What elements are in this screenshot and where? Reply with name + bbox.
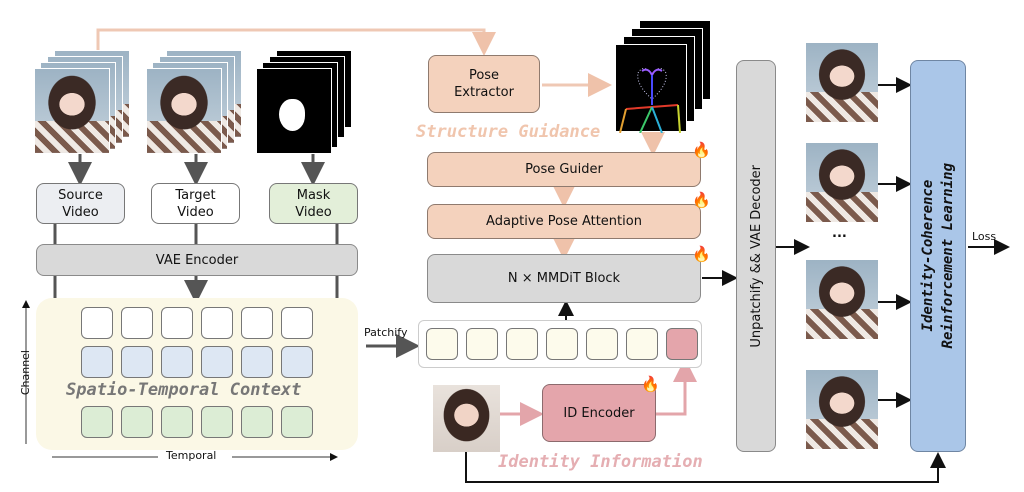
identity-token <box>666 328 698 360</box>
spatio-temporal-title: Spatio-Temporal Context <box>66 380 302 400</box>
pose-guider-label: Pose Guider <box>525 162 603 177</box>
loss-label: Loss <box>972 230 997 243</box>
context-cell <box>281 307 313 339</box>
target-video-label-2: Video <box>177 204 214 220</box>
output-frame <box>806 260 878 339</box>
mmdit-label: N × MMDiT Block <box>507 271 621 286</box>
rl-label-group: Identity-Coherence Reinforcement Learnin… <box>918 163 958 348</box>
rl-label-line1: Identity-Coherence <box>920 180 936 332</box>
structure-guidance-title: Structure Guidance <box>416 122 601 142</box>
video-token <box>426 328 458 360</box>
vae-encoder-block: VAE Encoder <box>36 244 358 276</box>
context-cell <box>281 406 313 438</box>
source-to-pose-arrow <box>96 28 496 56</box>
context-cell <box>81 406 113 438</box>
adaptive-pose-attention-label: Adaptive Pose Attention <box>486 214 642 229</box>
trainable-fire-icon: 🔥 <box>692 141 711 159</box>
temporal-axis-label: Temporal <box>166 449 217 462</box>
mask-blob <box>279 99 305 131</box>
target-video-label: Target <box>175 187 216 203</box>
adaptive-pose-attention-block: Adaptive Pose Attention <box>427 204 701 239</box>
identity-reference-image <box>433 385 500 452</box>
output-frame <box>806 143 878 222</box>
id-encoder-label: ID Encoder <box>563 405 635 421</box>
context-cell <box>281 346 313 378</box>
mask-frame <box>256 68 332 154</box>
video-frame <box>34 68 110 154</box>
patchify-label: Patchify <box>364 326 408 339</box>
trainable-fire-icon: 🔥 <box>692 245 711 263</box>
context-cell <box>121 346 153 378</box>
source-video-label: Source <box>58 187 103 203</box>
context-cell <box>201 346 233 378</box>
identity-coherence-rl-block: Identity-Coherence Reinforcement Learnin… <box>910 60 966 452</box>
rl-label-line2: Reinforcement Learning <box>940 163 956 349</box>
output-frame <box>806 370 878 449</box>
video-frame <box>146 68 222 154</box>
mask-video-label: Mask <box>296 187 331 203</box>
context-cell <box>161 346 193 378</box>
video-token <box>466 328 498 360</box>
output-ellipsis: ... <box>832 226 847 241</box>
video-token <box>626 328 658 360</box>
target-video-frames <box>146 50 242 154</box>
decoder-label: Unpatchify && VAE Decoder <box>748 164 764 348</box>
pose-guider-block: Pose Guider <box>427 152 701 187</box>
output-frame <box>806 43 878 122</box>
unpatchify-vae-decoder-block: Unpatchify && VAE Decoder <box>736 60 776 452</box>
pose-skeleton-icon <box>619 68 681 134</box>
context-cell <box>241 406 273 438</box>
pose-extractor-label: Pose <box>468 68 500 83</box>
context-cell <box>161 406 193 438</box>
context-cell <box>241 346 273 378</box>
context-cell <box>81 346 113 378</box>
trainable-fire-icon: 🔥 <box>641 375 660 393</box>
video-token <box>546 328 578 360</box>
pose-skeleton-frames <box>615 20 711 134</box>
id-encoder-block: ID Encoder <box>542 384 656 442</box>
trainable-fire-icon: 🔥 <box>692 191 711 209</box>
source-video-frames <box>34 50 130 154</box>
mask-video-label-2: Video <box>295 204 332 220</box>
context-cell <box>121 406 153 438</box>
context-cell <box>81 307 113 339</box>
vae-encoder-label: VAE Encoder <box>155 252 239 268</box>
video-token <box>586 328 618 360</box>
context-cell <box>161 307 193 339</box>
context-cell <box>241 307 273 339</box>
context-cell <box>121 307 153 339</box>
channel-axis-label: Channel <box>19 350 32 396</box>
mmdit-block: N × MMDiT Block <box>427 254 701 303</box>
pose-frame <box>615 44 687 134</box>
source-video-label-2: Video <box>62 204 99 220</box>
video-token <box>506 328 538 360</box>
identity-information-title: Identity Information <box>498 452 703 472</box>
context-cell <box>201 307 233 339</box>
mask-video-frames <box>256 50 352 154</box>
pose-extractor-label-2: Extractor <box>454 85 514 100</box>
context-cell <box>201 406 233 438</box>
